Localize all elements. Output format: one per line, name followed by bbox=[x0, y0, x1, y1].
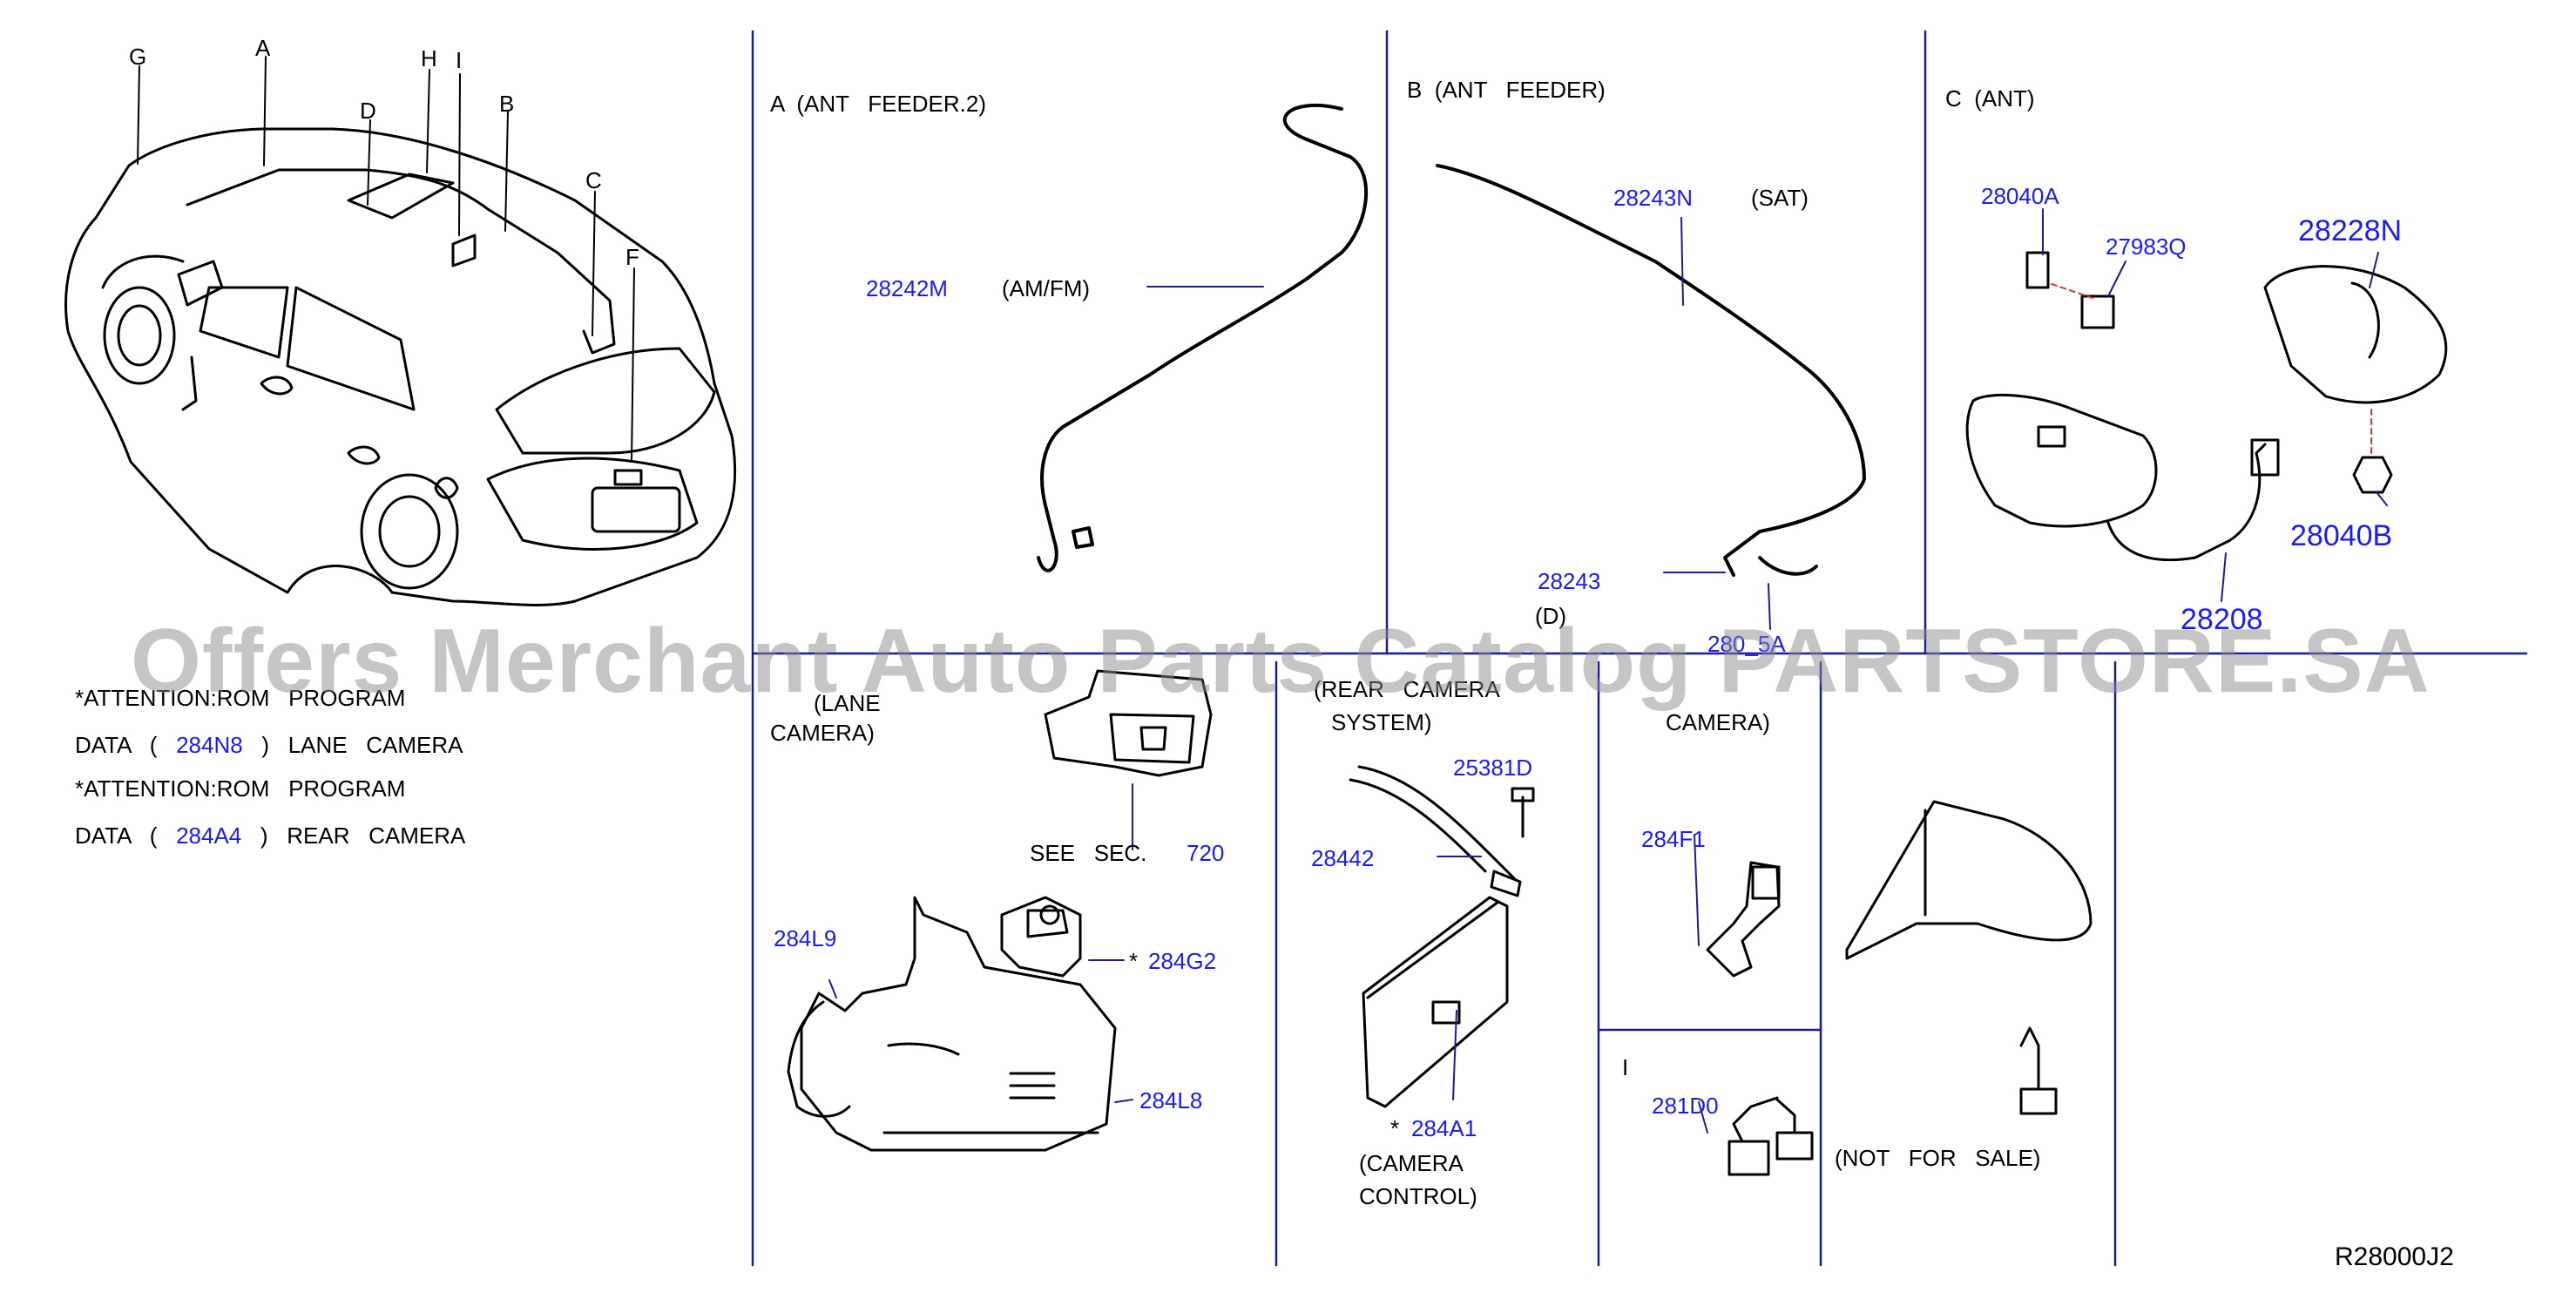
watermark-text: Offers Merchant Auto Parts Catalog PARTS… bbox=[131, 611, 2431, 712]
part-280-5A: 280_5A bbox=[1707, 631, 1786, 657]
note-line-3: *ATTENTION:ROM PROGRAM bbox=[75, 775, 406, 802]
part-284G2-star: * bbox=[1129, 948, 1139, 974]
section-720-link[interactable]: 720 bbox=[1187, 840, 1225, 866]
panel-dividers bbox=[751, 30, 2528, 1267]
panel-i-title: I bbox=[1622, 1054, 1629, 1080]
callout-c: C bbox=[585, 167, 602, 193]
see-section-text: SEE SEC. bbox=[1030, 840, 1147, 866]
part-284A1: 284A1 bbox=[1411, 1115, 1477, 1141]
part-28243-desc: (D) bbox=[1535, 603, 1567, 629]
note-line-4-suffix: ) REAR CAMERA bbox=[260, 823, 466, 849]
part-25381D: 25381D bbox=[1453, 755, 1533, 781]
callout-b: B bbox=[499, 91, 515, 117]
callout-a: A bbox=[255, 35, 271, 61]
panel-a-title: A (ANT FEEDER.2) bbox=[770, 91, 987, 117]
part-28442: 28442 bbox=[1311, 845, 1375, 871]
part-28243N-desc: (SAT) bbox=[1751, 185, 1809, 211]
part-284F1: 284F1 bbox=[1641, 826, 1706, 852]
not-for-sale-note: (NOT FOR SALE) bbox=[1835, 1145, 2041, 1171]
part-284G2: 284G2 bbox=[1148, 948, 1217, 974]
part-28242M: 28242M bbox=[866, 275, 948, 301]
note-line-4: DATA ( 284A4 ) REAR CAMERA bbox=[75, 824, 465, 847]
part-27983Q: 27983Q bbox=[2106, 234, 2187, 260]
panel-b-title: B (ANT FEEDER) bbox=[1407, 77, 1606, 103]
panel-g-title: CAMERA) bbox=[1666, 709, 1770, 735]
camera-control-line-1: (CAMERA bbox=[1359, 1150, 1464, 1176]
callout-d: D bbox=[360, 98, 376, 124]
note-line-4-prefix: DATA ( bbox=[75, 823, 158, 849]
rear-camera-system-drawing bbox=[1349, 765, 1535, 1108]
callout-f: F bbox=[625, 244, 639, 270]
harness-connector-drawing bbox=[1698, 1096, 1814, 1176]
ant-feeder-2-cable-drawing bbox=[1037, 104, 1369, 572]
callout-h: H bbox=[421, 45, 437, 71]
diagram-code: R28000J2 bbox=[2335, 1242, 2454, 1271]
callout-i: I bbox=[456, 47, 463, 73]
camera-control-line-2: CONTROL) bbox=[1359, 1183, 1477, 1209]
ant-feeder-cable-drawing bbox=[1436, 164, 1866, 630]
part-28243N: 28243N bbox=[1613, 185, 1694, 211]
part-28228N: 28228N bbox=[2298, 214, 2403, 247]
part-28040A: 28040A bbox=[1981, 183, 2059, 209]
part-284L9: 284L9 bbox=[774, 925, 837, 951]
part-28242M-desc: (AM/FM) bbox=[1002, 275, 1091, 301]
vehicle-leader-lines bbox=[137, 56, 635, 463]
part-28243: 28243 bbox=[1538, 568, 1601, 594]
lane-camera-drawing bbox=[787, 669, 1213, 1152]
note-line-1: *ATTENTION:ROM PROGRAM bbox=[75, 685, 406, 711]
panel-e-title-line-1: (REAR CAMERA bbox=[1314, 676, 1500, 702]
part-28040B: 28040B bbox=[2290, 519, 2393, 552]
callout-g: G bbox=[129, 44, 147, 70]
panel-e-title-line-2: SYSTEM) bbox=[1331, 709, 1432, 735]
panel-c-title: C (ANT) bbox=[1945, 85, 2035, 112]
note-line-2: DATA ( 284N8 ) LANE CAMERA bbox=[75, 734, 463, 756]
note-line-2-prefix: DATA ( bbox=[75, 732, 158, 758]
part-284A4: 284A4 bbox=[176, 823, 242, 849]
part-284N8: 284N8 bbox=[176, 732, 243, 758]
door-mirror-drawing bbox=[1845, 800, 2093, 1115]
part-284L8: 284L8 bbox=[1139, 1087, 1203, 1114]
part-28208: 28208 bbox=[2180, 603, 2263, 636]
vehicle-overview-drawing bbox=[64, 127, 737, 606]
panel-d-title-line-1: (LANE bbox=[814, 690, 881, 716]
part-284A1-star: * bbox=[1390, 1115, 1400, 1141]
panel-d-title-line-2: CAMERA) bbox=[770, 720, 875, 746]
note-line-2-suffix: ) LANE CAMERA bbox=[261, 732, 463, 758]
part-281D0: 281D0 bbox=[1652, 1093, 1719, 1119]
side-camera-drawing bbox=[1694, 834, 1781, 978]
antenna-assembly-drawing bbox=[1965, 208, 2448, 602]
